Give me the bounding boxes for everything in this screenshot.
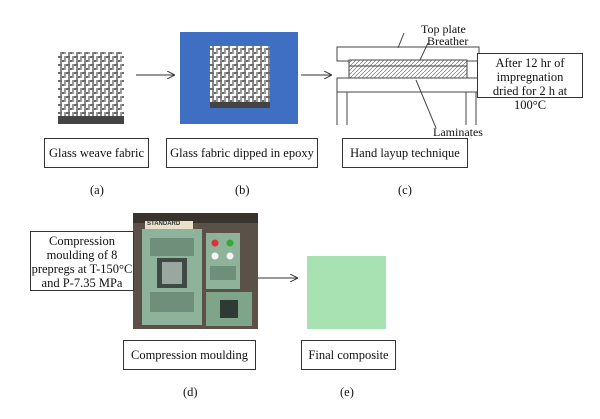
step-tag-a: (a) [90, 183, 104, 197]
final-composite-swatch [307, 256, 386, 329]
top-plate-label: Top plate [421, 22, 466, 36]
impregnation-note: After 12 hr of impregnation dried for 2 … [477, 53, 583, 112]
press-brand-label: STANDARD [147, 221, 181, 227]
caption-compression-moulding: Compression moulding [123, 340, 256, 370]
laminates-label: Laminates [433, 125, 483, 139]
caption-glass-weave-fabric: Glass weave fabric [44, 138, 149, 168]
step-tag-d: (d) [183, 385, 198, 399]
caption-fabric-dipped-epoxy: Glass fabric dipped in epoxy [166, 138, 318, 168]
compression-press-image [133, 213, 258, 329]
step-tag-e: (e) [340, 385, 354, 399]
weave-fabric-image [58, 52, 124, 124]
step-tag-b: (b) [235, 183, 250, 197]
step-tag-c: (c) [398, 183, 412, 197]
moulding-note: Compression moulding of 8 prepregs at T-… [30, 231, 134, 291]
breather-label: Breather [427, 34, 469, 48]
epoxy-fabric-image [180, 32, 298, 124]
caption-hand-layup: Hand layup technique [342, 138, 468, 168]
caption-final-composite: Final composite [301, 340, 396, 370]
